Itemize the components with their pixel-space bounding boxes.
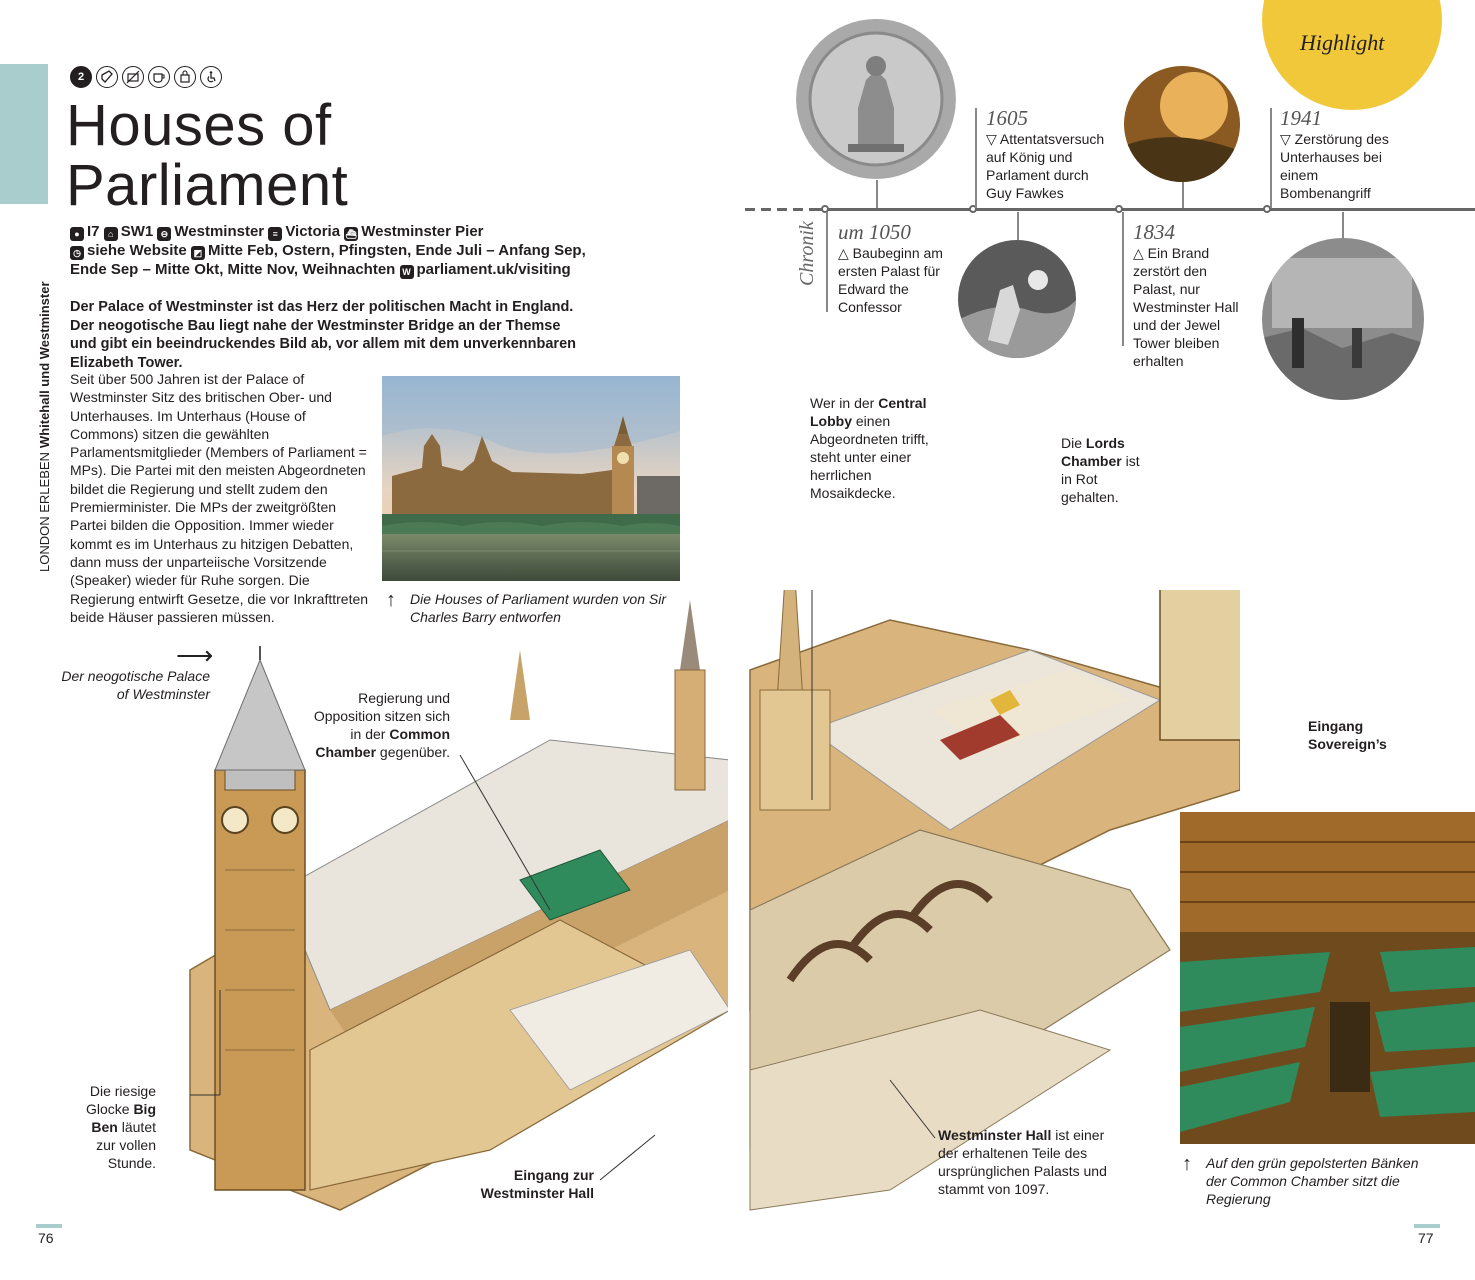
timeline-dot xyxy=(821,205,829,213)
timeline-axis xyxy=(745,205,1475,213)
callout-hall-entrance: Eingang zur Westminster Hall xyxy=(480,1167,594,1201)
commons-chamber-photo xyxy=(1180,812,1475,1144)
arrow-right-icon: ⟶ xyxy=(176,640,214,670)
info-postcode: SW1 xyxy=(120,223,154,240)
fire-painting-image xyxy=(1124,66,1240,182)
timeline-text: △ Baubeginn am ersten Palast für Edward … xyxy=(838,245,943,315)
info-rail: Victoria xyxy=(285,223,341,240)
cafe-icon xyxy=(148,66,170,88)
section-label: LONDON ERLEBEN Whitehall und Westminster xyxy=(32,212,56,572)
no-photo-icon xyxy=(122,66,144,88)
triangle-up-icon: △ xyxy=(1133,245,1148,261)
timeline-year: um 1050 xyxy=(838,220,911,244)
info-tube: Westminster xyxy=(174,223,265,240)
section-name: LONDON ERLEBEN xyxy=(37,452,52,572)
page-number-left: 76 xyxy=(38,1230,54,1246)
triangle-down-icon: ▽ xyxy=(1280,131,1295,147)
callout-central-lobby: Wer in der Central Lobby einen Abgeordne… xyxy=(810,395,929,501)
bomb-damage-image xyxy=(1262,238,1424,400)
tube-icon: ⊖ xyxy=(157,227,172,241)
highlight-label: Highlight xyxy=(1300,30,1385,55)
drawing-caption: Der neogotische Palace of Westminster xyxy=(61,668,210,702)
info-web[interactable]: parliament.uk/visiting xyxy=(416,261,571,278)
clock-icon: ◷ xyxy=(70,246,84,260)
page-title: Houses of Parliament xyxy=(66,93,349,218)
subsection-name: Whitehall und Westminster xyxy=(37,281,52,449)
westminster-photo xyxy=(382,376,680,581)
callout-common-chamber: Regierung und Opposition sitzen sich in … xyxy=(313,690,450,760)
timeline-year: 1834 xyxy=(1133,220,1175,244)
parliament-cutaway-drawing xyxy=(130,499,1305,1250)
page-gutter xyxy=(728,580,744,1280)
body-paragraph: Seit über 500 Jahren ist der Palace of W… xyxy=(70,371,369,625)
page-number-right: 77 xyxy=(1418,1230,1434,1246)
ticket-icon xyxy=(96,66,118,88)
timeline-dot xyxy=(1263,205,1271,213)
info-hours: siehe Website xyxy=(87,242,187,259)
timeline-year: 1605 xyxy=(986,106,1028,130)
chronik-label: Chronik xyxy=(796,221,818,286)
map-pin-icon: ● xyxy=(70,227,84,241)
photo-caption: ↑ Die Houses of Parliament wurden von Si… xyxy=(386,589,667,625)
rail-icon: ≡ xyxy=(268,227,283,241)
timeline-text: △ Ein Brand zerstört den Palast, nur Wes… xyxy=(1133,245,1239,369)
timeline-text: ▽ Attentatsversuch auf König und Parlame… xyxy=(986,131,1105,201)
info-grid: I7 xyxy=(87,223,100,240)
timeline-text: ▽ Zerstörung des Unterhauses bei einem B… xyxy=(1280,131,1389,201)
timeline-dot xyxy=(1115,205,1123,213)
address-icon: ⌂ xyxy=(103,227,118,241)
triangle-down-icon: ▽ xyxy=(986,131,1000,147)
arrow-up-icon: ↑ xyxy=(1182,1153,1192,1175)
callout-westminster-hall: Westminster Hall ist einer der erhaltene… xyxy=(938,1127,1107,1197)
info-block: ●I7 ⌂SW1 ⊖Westminster ≡Victoria ⛴Westmin… xyxy=(70,222,590,279)
callout-big-ben: Die riesige Glocke Big Ben läutet zur vo… xyxy=(85,1083,156,1171)
timeline-dot xyxy=(969,205,977,213)
web-icon: W xyxy=(399,265,414,279)
lead-paragraph: Der Palace of Westminster ist das Herz d… xyxy=(70,299,576,371)
info-closed: Mitte Feb, Ostern, Pfingsten, Ende Juli … xyxy=(70,242,586,278)
triangle-up-icon: △ xyxy=(838,245,853,261)
arrow-up-icon: ↑ xyxy=(386,589,396,611)
guy-fawkes-image xyxy=(958,240,1076,358)
facility-icons: 2 xyxy=(70,66,222,88)
callout-lords-chamber: Die Lords Chamber ist in Rot gehalten. xyxy=(1061,435,1140,505)
side-tab xyxy=(0,64,48,204)
accessible-icon xyxy=(200,66,222,88)
callout-sovereign-entrance: Eingang Sovereign’s xyxy=(1308,718,1387,752)
page-number-bar xyxy=(1414,1224,1440,1228)
boat-icon: ⛴ xyxy=(344,227,359,241)
info-pier: Westminster Pier xyxy=(361,223,484,240)
shop-icon xyxy=(174,66,196,88)
sight-number-badge: 2 xyxy=(70,66,92,88)
page-number-bar xyxy=(36,1224,62,1228)
closed-icon: ◩ xyxy=(190,246,205,260)
timeline-year: 1941 xyxy=(1280,106,1322,130)
chamber-caption: ↑ Auf den grün gepolsterten Bänken der C… xyxy=(1182,1153,1419,1207)
seal-image xyxy=(796,18,956,180)
